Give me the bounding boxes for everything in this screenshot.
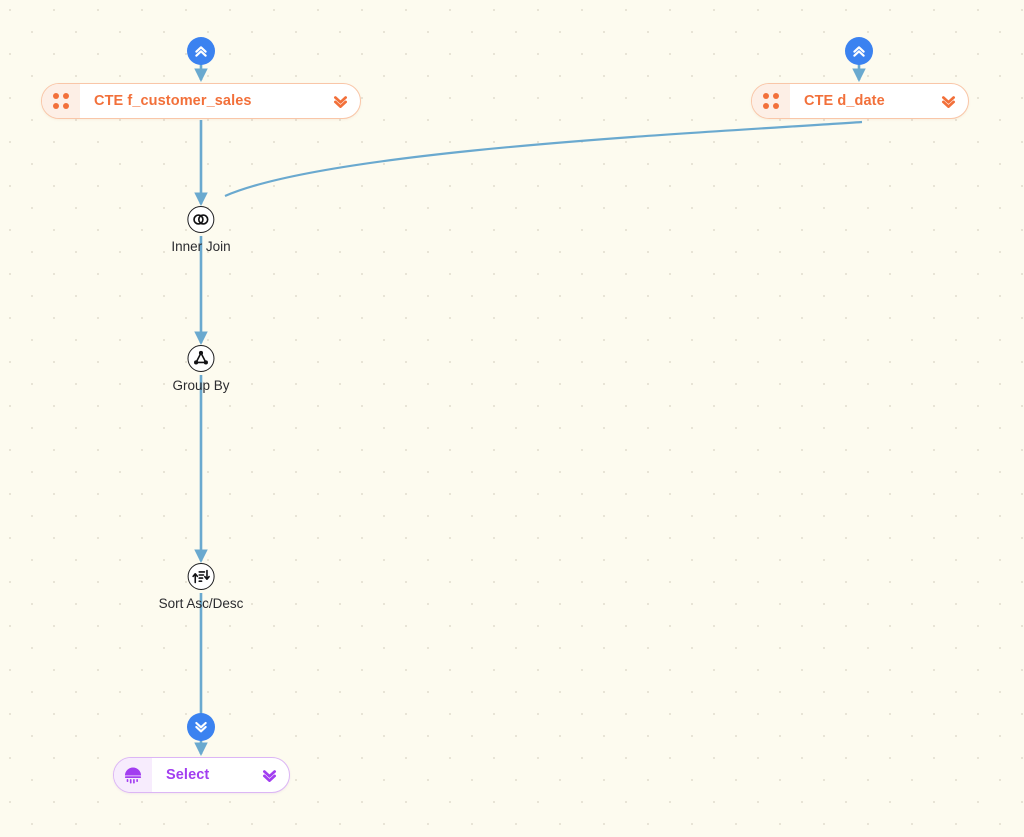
grip-dots-icon [53,93,69,109]
node-group-by[interactable]: Group By [172,345,230,393]
double-chevron-down-icon [262,769,276,782]
node-title: Select [166,767,210,783]
venn-overlap-icon [193,214,209,225]
collapse-toggle[interactable] [928,84,968,118]
double-chevron-down-icon [195,721,207,733]
drag-handle[interactable] [752,84,790,118]
op-circle[interactable] [187,563,215,590]
expand-down-button[interactable] [187,713,215,741]
op-circle[interactable] [187,345,215,372]
grip-dots-icon [763,93,779,109]
node-title: CTE d_date [804,93,885,109]
expand-up-button-left[interactable] [187,37,215,65]
node-title: CTE f_customer_sales [94,93,252,109]
op-circle[interactable] [187,206,215,233]
edge-cte-d-date-to-inner-join [224,120,863,198]
collapse-toggle[interactable] [249,758,289,792]
double-chevron-down-icon [941,95,955,108]
jellyfish-icon [124,767,142,784]
node-cte-d-date[interactable]: CTE d_date [751,83,969,119]
collapse-toggle[interactable] [320,84,360,118]
drag-handle[interactable] [42,84,80,118]
sort-asc-desc-icon [192,569,210,584]
node-inner-join[interactable]: Inner Join [171,206,231,254]
double-chevron-up-icon [853,46,865,57]
double-chevron-down-icon [333,95,347,108]
triangle-nodes-icon [194,350,208,365]
node-sort-asc-desc[interactable]: Sort Asc/Desc [158,563,244,611]
node-label: Inner Join [171,239,231,254]
double-chevron-up-icon [195,46,207,57]
node-label: Sort Asc/Desc [158,596,244,611]
node-label: Group By [172,378,230,393]
node-select[interactable]: Select [113,757,290,793]
expand-up-button-right[interactable] [845,37,873,65]
node-cte-f-customer-sales[interactable]: CTE f_customer_sales [41,83,361,119]
node-type-icon-wrap[interactable] [114,758,152,792]
